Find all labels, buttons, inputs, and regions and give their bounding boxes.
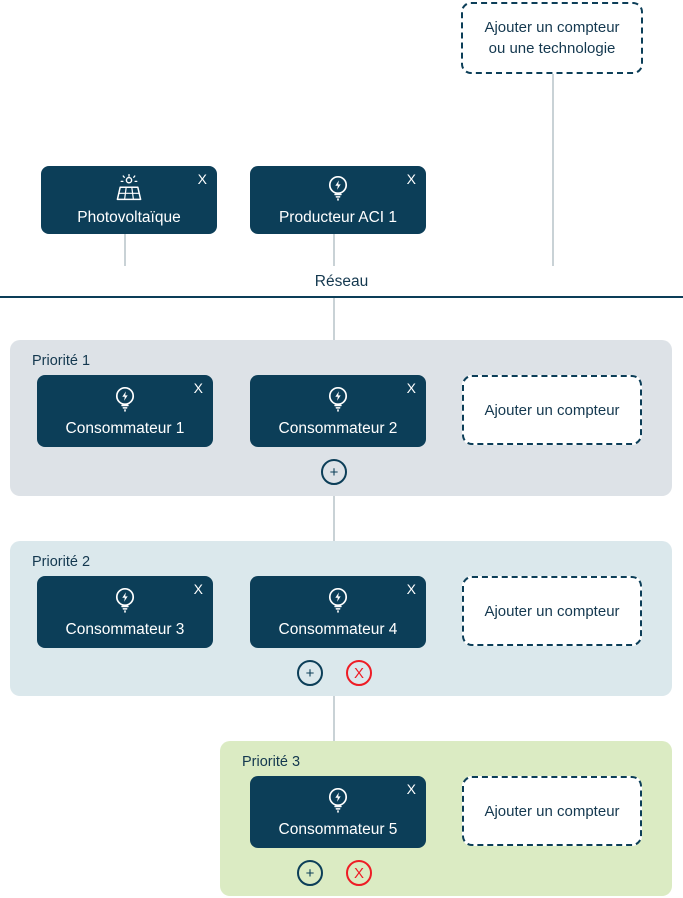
card-label: Consommateur 3 <box>65 620 185 638</box>
add-meter-label: Ajouter un compteur <box>484 802 620 820</box>
card-consommateur-5[interactable]: X Consommateur 5 <box>250 776 426 848</box>
close-icon[interactable]: X <box>193 581 203 597</box>
connector-photovoltaique-to-reseau <box>124 234 126 268</box>
card-consommateur-2[interactable]: X Consommateur 2 <box>250 375 426 447</box>
card-label: Consommateur 5 <box>278 820 398 838</box>
close-icon: X <box>353 864 364 882</box>
close-icon[interactable]: X <box>406 171 416 187</box>
priority-title: Priorité 3 <box>242 754 301 770</box>
card-label: Photovoltaïque <box>77 208 181 226</box>
add-meter-label: Ajouter un compteur <box>484 602 620 620</box>
card-label: Consommateur 4 <box>278 620 398 638</box>
add-priority-button-2[interactable]: + <box>297 660 323 686</box>
connector-priorite1-to-priorite2 <box>333 484 335 541</box>
close-icon: X <box>353 664 364 682</box>
solar-panel-icon <box>112 173 146 207</box>
card-label: Producteur ACI 1 <box>278 208 398 226</box>
bulb-bolt-icon <box>326 786 350 819</box>
priority-title: Priorité 1 <box>32 353 91 369</box>
network-line-bottom <box>0 296 683 298</box>
close-icon[interactable]: X <box>406 380 416 396</box>
connector-reseau-to-priorite1 <box>333 296 335 340</box>
close-icon[interactable]: X <box>406 781 416 797</box>
card-label: Consommateur 1 <box>65 419 185 437</box>
close-icon[interactable]: X <box>406 581 416 597</box>
card-label: Consommateur 2 <box>278 419 398 437</box>
add-meter-box-priority-2[interactable]: Ajouter un compteur <box>462 576 642 646</box>
priority-title: Priorité 2 <box>32 554 91 570</box>
plus-icon: + <box>329 463 339 481</box>
network-label: Réseau <box>0 266 683 298</box>
bulb-bolt-icon <box>326 586 350 619</box>
connector-producteur-to-reseau <box>333 234 335 268</box>
bulb-bolt-icon <box>113 586 137 619</box>
card-producteur-aci-1[interactable]: X Producteur ACI 1 <box>250 166 426 234</box>
close-icon[interactable]: X <box>193 380 203 396</box>
bulb-bolt-icon <box>326 174 350 207</box>
connector-addbox-to-reseau <box>552 74 554 268</box>
add-priority-button-1[interactable]: + <box>321 459 347 485</box>
add-priority-button-3[interactable]: + <box>297 860 323 886</box>
plus-icon: + <box>305 864 315 882</box>
remove-priority-button-3[interactable]: X <box>346 860 372 886</box>
add-meter-or-technology-line1: Ajouter un compteur <box>484 19 620 36</box>
add-meter-or-technology-line2: ou une technologie <box>488 40 616 57</box>
plus-icon: + <box>305 664 315 682</box>
close-icon[interactable]: X <box>197 171 207 187</box>
card-consommateur-3[interactable]: X Consommateur 3 <box>37 576 213 648</box>
card-photovoltaique[interactable]: X Photovoltaïque <box>41 166 217 234</box>
card-consommateur-4[interactable]: X Consommateur 4 <box>250 576 426 648</box>
bulb-bolt-icon <box>113 385 137 418</box>
card-consommateur-1[interactable]: X Consommateur 1 <box>37 375 213 447</box>
add-meter-label: Ajouter un compteur <box>484 401 620 419</box>
network-band: Réseau <box>0 266 683 298</box>
add-meter-box-priority-3[interactable]: Ajouter un compteur <box>462 776 642 846</box>
add-meter-or-technology-box[interactable]: Ajouter un compteur ou une technologie <box>461 2 643 74</box>
bulb-bolt-icon <box>326 385 350 418</box>
add-meter-box-priority-1[interactable]: Ajouter un compteur <box>462 375 642 445</box>
connector-priorite2-to-priorite3 <box>333 684 335 741</box>
remove-priority-button-2[interactable]: X <box>346 660 372 686</box>
